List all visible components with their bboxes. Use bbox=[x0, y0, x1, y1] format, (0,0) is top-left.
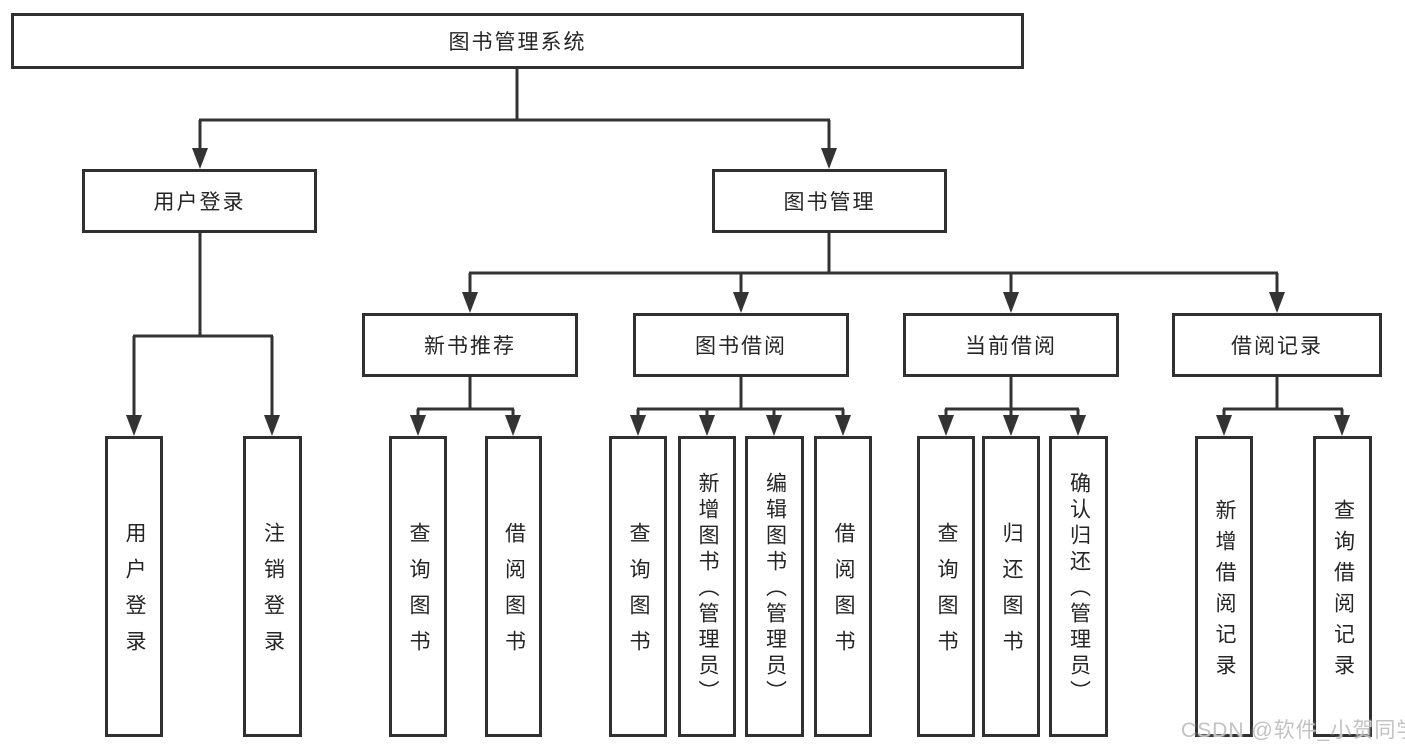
leaf-user-login: 用户登录 bbox=[105, 436, 163, 737]
leaf-current-query-books: 查询图书 bbox=[917, 436, 975, 737]
node-borrowing-records: 借阅记录 bbox=[1172, 313, 1382, 377]
leaf-logout: 注销登录 bbox=[243, 436, 302, 737]
leaf-borrow-borrow-books: 借阅图书 bbox=[814, 436, 872, 737]
node-root-library-management-system: 图书管理系统 bbox=[11, 13, 1024, 69]
node-new-book-recommendation: 新书推荐 bbox=[362, 313, 578, 377]
leaf-edit-book-admin: 编辑图书（管理员） bbox=[745, 436, 804, 737]
leaf-newrec-borrow-books: 借阅图书 bbox=[485, 436, 542, 737]
leaf-add-book-admin: 新增图书（管理员） bbox=[678, 436, 736, 737]
node-book-management: 图书管理 bbox=[712, 169, 947, 233]
leaf-newrec-query-books: 查询图书 bbox=[389, 436, 447, 737]
leaf-confirm-return-admin: 确认归还（管理员） bbox=[1049, 436, 1108, 737]
leaf-borrow-query-books: 查询图书 bbox=[609, 436, 667, 737]
node-user-login: 用户登录 bbox=[82, 169, 317, 233]
leaf-return-books: 归还图书 bbox=[982, 436, 1040, 737]
csdn-watermark: CSDN @软件_小贺同学 bbox=[1181, 719, 1405, 742]
leaf-query-borrow-record: 查询借阅记录 bbox=[1313, 436, 1372, 737]
node-current-borrowing: 当前借阅 bbox=[903, 313, 1119, 377]
leaf-add-borrow-record: 新增借阅记录 bbox=[1195, 436, 1253, 737]
node-book-borrowing: 图书借阅 bbox=[633, 313, 849, 377]
